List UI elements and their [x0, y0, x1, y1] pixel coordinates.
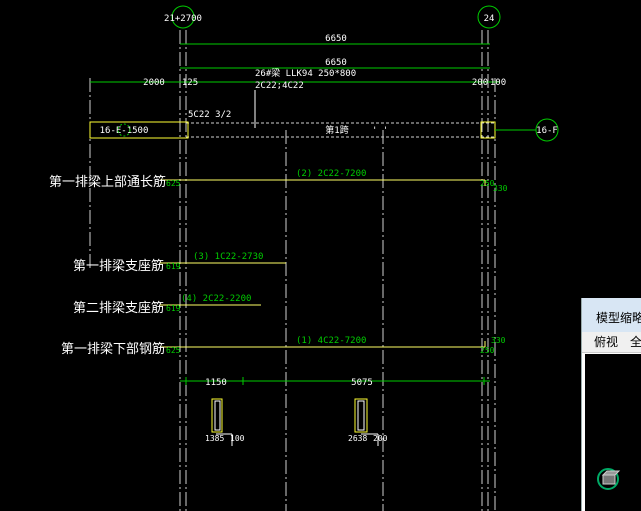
section-2[interactable] — [354, 398, 379, 446]
dim-left-overhang: 2000 — [143, 78, 165, 88]
axis-bubble-right[interactable]: 24 — [477, 5, 501, 29]
row1-right-value-1: 250 — [480, 179, 495, 188]
axis-bubble-left-label: 21+2700 — [164, 14, 202, 24]
right-axis-label: 16-F — [536, 126, 558, 136]
thumbnail-viewport[interactable] — [585, 354, 641, 511]
section-1-label-2: 100 — [230, 434, 245, 443]
top-dimensions — [90, 43, 500, 83]
axis-bubble-right-label: 24 — [484, 14, 495, 24]
dim-left-offset: 125 — [182, 78, 198, 88]
beam-reinforcement: 2C22;4C22 — [255, 81, 304, 91]
right-axis-bubble[interactable] — [535, 118, 559, 142]
grid-lines — [89, 30, 496, 511]
thumbnail-title: 模型缩略 — [596, 311, 641, 325]
dim-right-offset-1: 200 — [472, 78, 488, 88]
row1-right-value-2: 330 — [493, 184, 508, 193]
dim-bottom-1: 1150 — [205, 378, 227, 388]
row2-label: 第一排梁支座筋 — [73, 259, 165, 274]
thumbnail-tabs: 俯视 全 — [582, 332, 641, 353]
section-1[interactable] — [211, 398, 233, 446]
span-marks: ' ' — [372, 126, 388, 136]
row1-spec: (2) 2C22-7200 — [296, 169, 366, 179]
left-support-box[interactable] — [89, 121, 189, 139]
axis-bubble-left[interactable]: 21+2700 — [164, 5, 202, 29]
beam-top-note: 5C22 3/2 — [188, 110, 231, 120]
tab-top-view[interactable]: 俯视 — [594, 335, 619, 349]
section-2-label: 2638 — [348, 434, 367, 443]
left-axis-marker — [117, 123, 131, 137]
row2-spec: (3) 1C22-2730 — [193, 252, 263, 262]
bottom-dimensions — [180, 377, 490, 385]
row3-label: 第二排梁支座筋 — [73, 301, 165, 316]
row1-label: 第一排梁上部通长筋 — [49, 175, 167, 190]
row2-left-value: 619 — [166, 262, 181, 271]
row4-right-value-1: 250 — [480, 346, 495, 355]
beam-title: 26#梁 LLK94 250*800 — [255, 67, 356, 79]
row4-spec: (1) 4C22-7200 — [296, 336, 366, 346]
row3-spec: (4) 2C22-2200 — [181, 294, 251, 304]
span-label: 第1跨 — [325, 124, 348, 136]
tab-all[interactable]: 全 — [630, 335, 641, 349]
dim-right-offset-2: 100 — [490, 78, 506, 88]
dim-bottom-2: 5075 — [351, 378, 373, 388]
section-1-label: 1385 — [205, 434, 224, 443]
dim-top-1: 6650 — [325, 34, 347, 44]
model-thumbnail-panel: 模型缩略 俯视 全 — [581, 298, 641, 511]
row4-left-value: 625 — [166, 346, 181, 355]
thumbnail-title-bar[interactable]: 模型缩略 — [582, 298, 641, 333]
row1-left-value: 625 — [166, 179, 181, 188]
section-2-label-2: 200 — [373, 434, 388, 443]
view-cube-icon[interactable] — [595, 464, 625, 494]
dim-top-2: 6650 — [325, 58, 347, 68]
left-support-tag: 16-E-1500 — [100, 126, 149, 136]
row4-label: 第一排梁下部钢筋 — [61, 342, 166, 357]
row4-right-value-2: 330 — [491, 336, 506, 345]
row3-left-value: 619 — [166, 304, 181, 313]
